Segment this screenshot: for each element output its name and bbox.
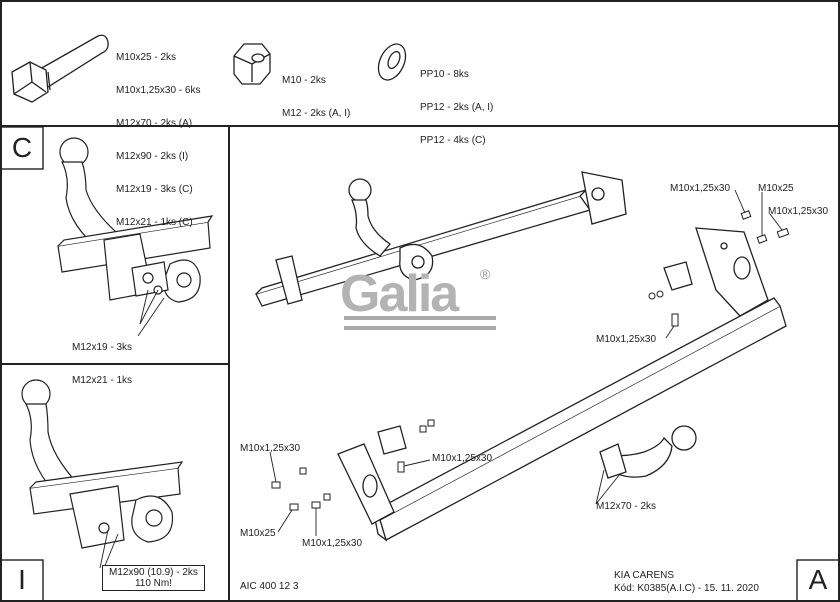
bolt-part-3: M12x70 - 2ks (A) bbox=[116, 118, 193, 129]
label-left-1: M10x1,25x30 bbox=[240, 443, 301, 454]
bolt-icon bbox=[11, 34, 109, 103]
label-top-r3: M10x1,25x30 bbox=[768, 206, 829, 217]
bolt-part-6: M12x21 - 1ks (C) bbox=[116, 217, 193, 228]
galia-logo-text: Galia bbox=[340, 265, 459, 323]
label-top-r2: M10x25 bbox=[758, 183, 794, 194]
panel-c-callout: M12x19 - 3ks M12x21 - 1ks bbox=[72, 320, 132, 408]
panel-i-callout-line-2: 110 Nm! bbox=[134, 578, 172, 589]
registered-mark: ® bbox=[480, 266, 491, 282]
panel-c-callout-line-2: M12x21 - 1ks bbox=[72, 375, 133, 386]
galia-logo: Galia ® bbox=[338, 266, 502, 336]
logo-bars bbox=[344, 316, 496, 330]
washer-part-3: PP12 - 4ks (C) bbox=[420, 135, 486, 146]
letter-box-i bbox=[0, 559, 44, 602]
letter-box-a bbox=[796, 559, 840, 602]
hitch-i-drawing bbox=[21, 379, 184, 549]
bolt-part-4: M12x90 - 2ks (I) bbox=[116, 151, 189, 162]
bolt-parts-list: M10x25 - 2ks M10x1,25x30 - 6ks M12x70 - … bbox=[116, 30, 201, 250]
panel-i-callout-line-1: M12x90 (10.9) - 2ks bbox=[109, 567, 198, 578]
panel-letter-i: I bbox=[18, 564, 26, 595]
drawing-code: AIC 400 12 3 bbox=[240, 581, 299, 592]
washer-part-2: PP12 - 2ks (A, I) bbox=[420, 102, 494, 113]
nut-parts-list: M10 - 2ks M12 - 2ks (A, I) bbox=[282, 53, 350, 141]
label-ball: M12x70 - 2ks bbox=[596, 501, 657, 512]
panel-i-leaders bbox=[99, 529, 119, 569]
panel-letter-c: C bbox=[11, 132, 33, 163]
washer-parts-list: PP10 - 8ks PP12 - 2ks (A, I) PP12 - 4ks … bbox=[420, 47, 493, 168]
panel-c-leaders bbox=[137, 289, 165, 337]
bolt-part-1: M10x25 - 2ks bbox=[116, 52, 177, 63]
hitch-c-drawing bbox=[57, 137, 214, 303]
panel-letter-a: A bbox=[808, 564, 828, 595]
washer-part-1: PP10 - 8ks bbox=[420, 69, 469, 80]
label-center: M10x1,25x30 bbox=[432, 453, 493, 464]
nut-part-2: M12 - 2ks (A, I) bbox=[282, 108, 351, 119]
panel-i-callout: M12x90 (10.9) - 2ks 110 Nm! bbox=[102, 565, 205, 591]
bolt-part-5: M12x19 - 3ks (C) bbox=[116, 184, 193, 195]
label-left-2: M10x25 bbox=[240, 528, 276, 539]
panel-c-callout-line-1: M12x19 - 3ks bbox=[72, 342, 133, 353]
nut-icon bbox=[233, 43, 271, 85]
vehicle-model: KIA CARENS bbox=[614, 570, 675, 581]
label-bottom: M10x1,25x30 bbox=[302, 538, 363, 549]
tow-bar-drawing bbox=[255, 171, 787, 542]
panel-a-leaders bbox=[269, 189, 783, 536]
nut-part-1: M10 - 2ks bbox=[282, 75, 326, 86]
fasteners bbox=[271, 210, 790, 511]
bolt-part-2: M10x1,25x30 - 6ks bbox=[116, 85, 201, 96]
drawing-kod: Kód: K0385(A.I.C) - 15. 11. 2020 bbox=[614, 583, 759, 594]
label-top-r1: M10x1,25x30 bbox=[670, 183, 731, 194]
washer-icon bbox=[377, 43, 407, 81]
label-mid-r: M10x1,25x30 bbox=[596, 334, 657, 345]
letter-box-c bbox=[0, 126, 44, 170]
